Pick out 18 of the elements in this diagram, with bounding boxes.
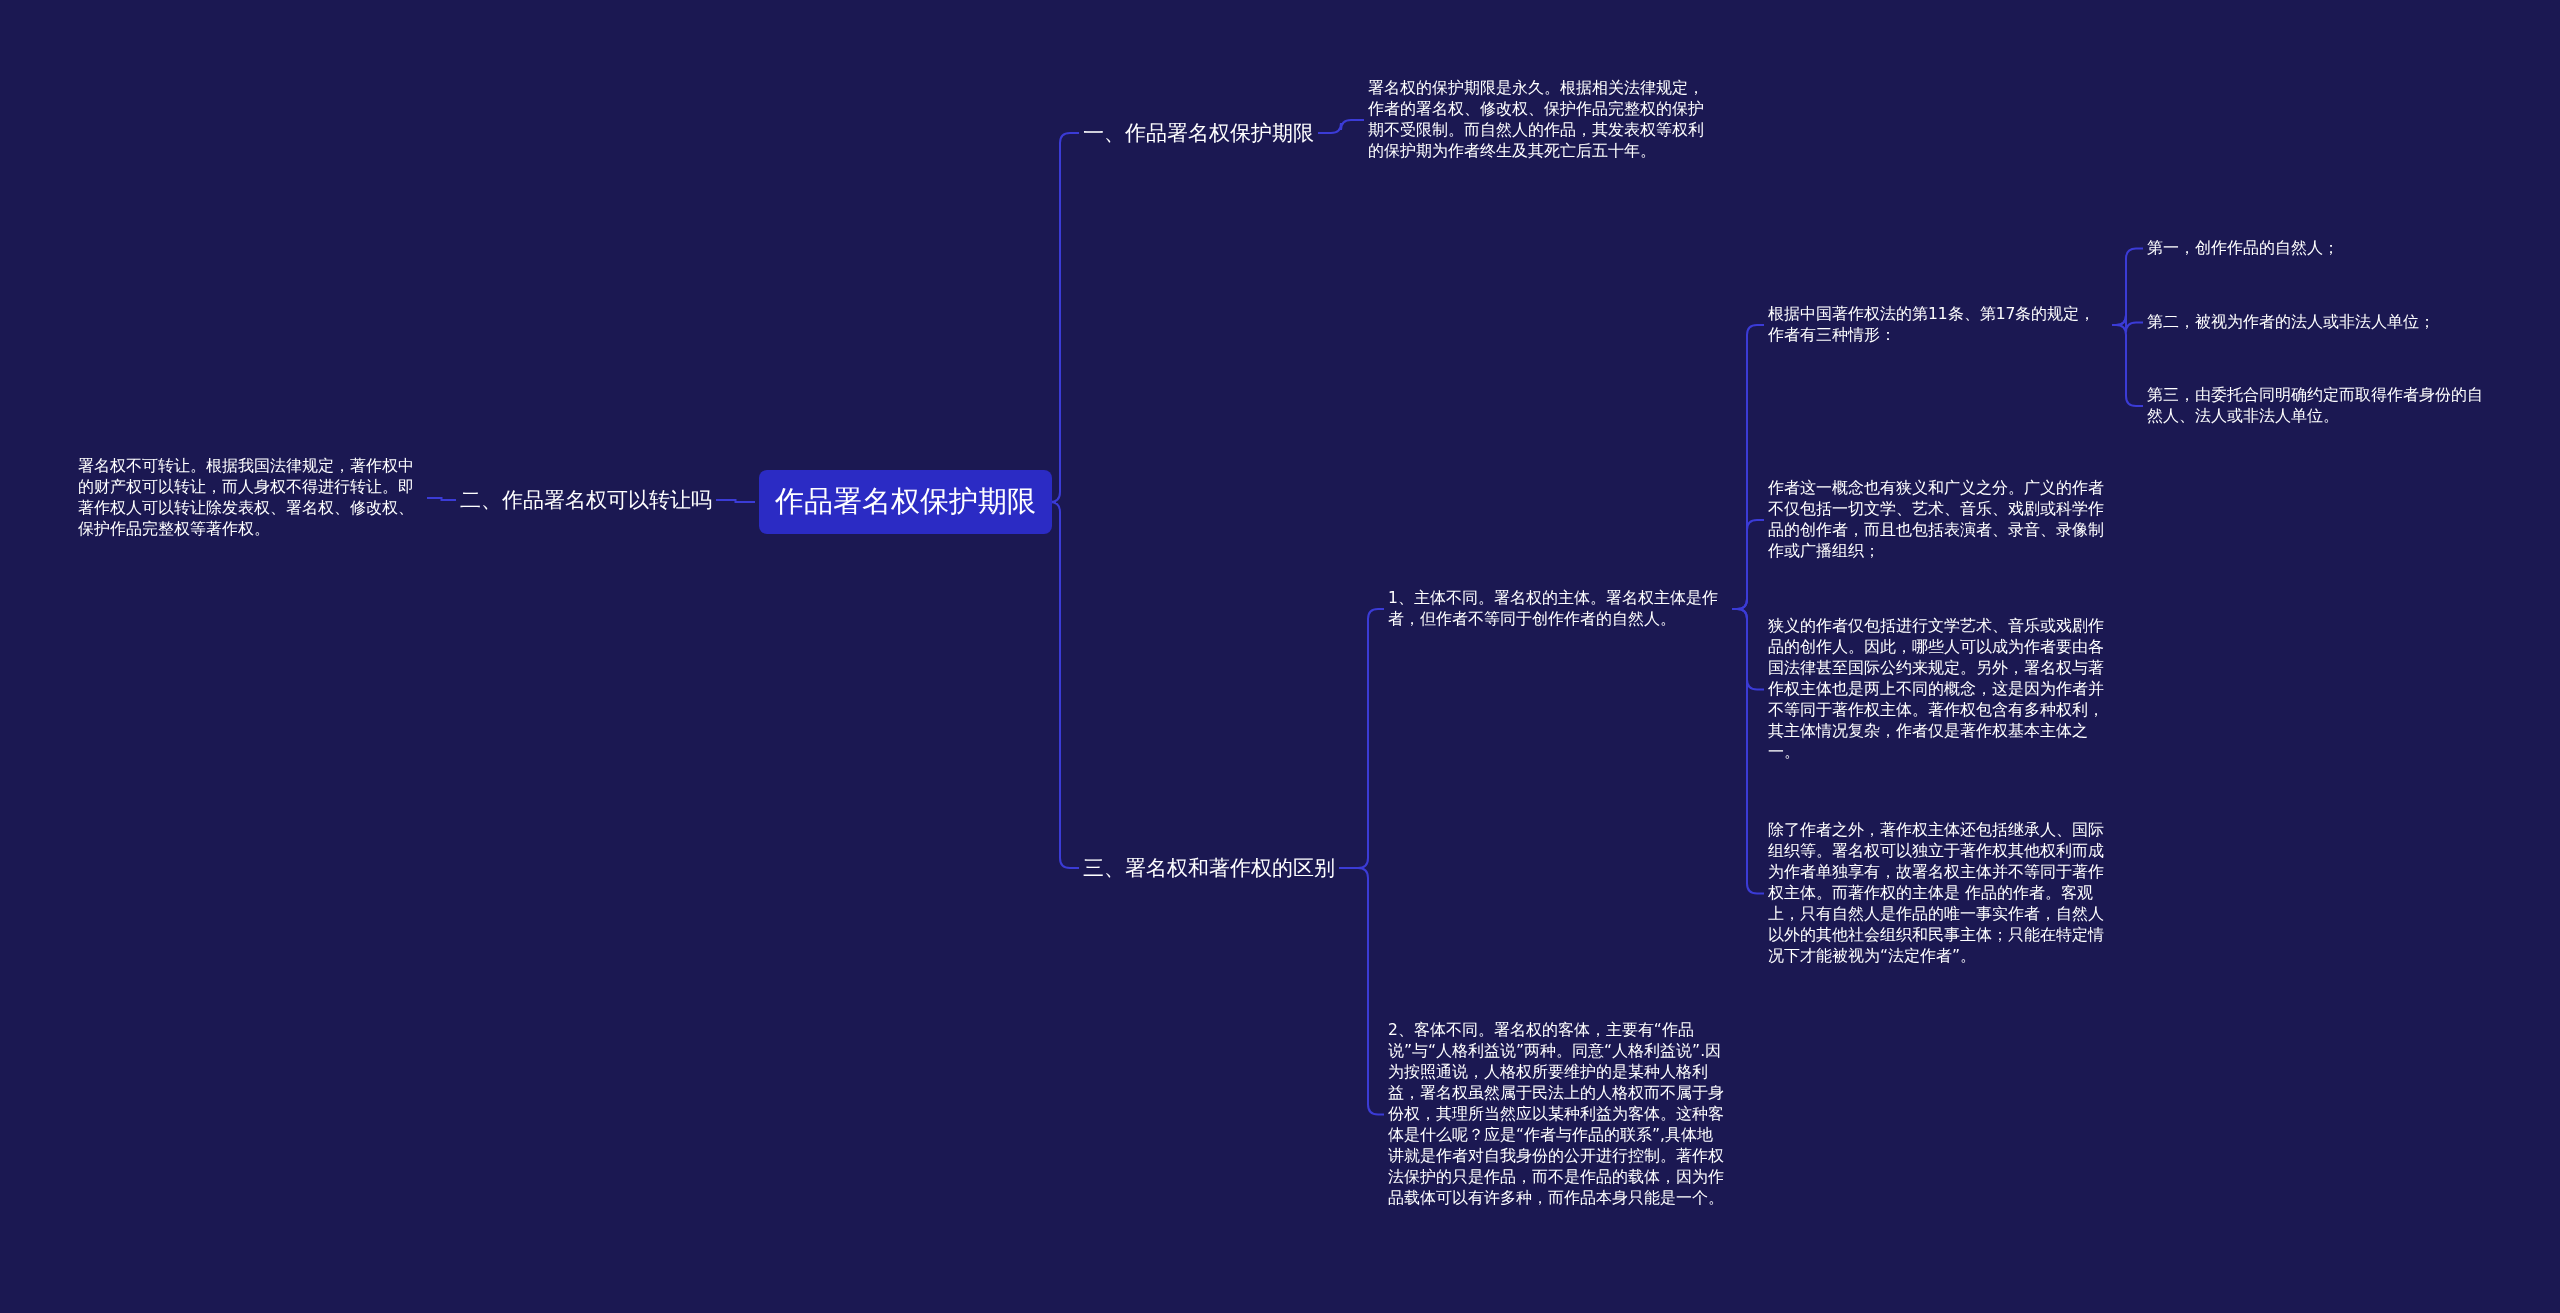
note-text: 2、客体不同。署名权的客体，主要有“作品说”与“人格利益说”两种。同意“人格利益说”.因为按照通说，人格权所要维护的是某种人格利益，署名权虽然属于民法上的人格权而不属于身份权，其理所当然应以某种利益为客体。这种客体是什么呢？应是“作者与作品的联系”,具体地讲就是作者对自我身份的公开进行控制。著作权法保护的只是作品，而不是作品的载体，因为作品载体可以有许多种，而作品本身只能是一个。 [1388, 1020, 1728, 1209]
branch-label: 一、作品署名权保护期限 [1083, 118, 1314, 148]
note-text: 第一，创作作品的自然人； [2147, 238, 2339, 259]
note-text: 除了作者之外，著作权主体还包括继承人、国际组织等。署名权可以独立于著作权其他权利而成为作者单独享有，故署名权主体并不等同于著作权主体。而著作权的主体是 作品的作者。客观上，只有自然人是作品的唯一事实作者，自然人以外的其他社会组织和民事主体；只能在特定情况下才能被视为“法定作者”。 [1768, 820, 2108, 967]
connector-line [715, 499, 756, 503]
note-text: 狭义的作者仅包括进行文学艺术、音乐或戏剧作品的创作人。因此，哪些人可以成为作者要由各国法律甚至国际公约来规定。另外，署名权与著作权主体也是两上不同的概念，这是因为作者并不等同于著作权主体。著作权包含有多种权利，其主体情况复杂，作者仅是著作权基本主体之一。 [1768, 616, 2108, 763]
connector-line [426, 497, 457, 501]
note-text: 1、主体不同。署名权的主体。署名权主体是作者，但作者不等同于创作作者的自然人。 [1388, 588, 1728, 630]
note-text: 作者这一概念也有狭义和广义之分。广义的作者不仅包括一切文学、艺术、音乐、戏剧或科学作品的创作者，而且也包括表演者、录音、录像制作或广播组织； [1768, 478, 2108, 562]
note-text: 署名权的保护期限是永久。根据相关法律规定，作者的署名权、修改权、保护作品完整权的保护期不受限制。而自然人的作品，其发表权等权利的保护期为作者终生及其死亡后五十年。 [1368, 78, 1713, 162]
note-text: 第三，由委托合同明确约定而取得作者身份的自然人、法人或非法人单位。 [2147, 385, 2492, 427]
note-text: 根据中国著作权法的第11条、第17条的规定，作者有三种情形： [1768, 304, 2108, 346]
branch-label: 二、作品署名权可以转让吗 [460, 485, 712, 515]
connector-line [1317, 119, 1365, 134]
note-text: 署名权不可转让。根据我国法律规定，著作权中的财产权可以转让，而人身权不得进行转让。即著作权人可以转让除发表权、署名权、修改权、保护作品完整权等著作权。 [78, 456, 423, 540]
topic-box: 作品署名权保护期限 [759, 470, 1052, 534]
branch-label: 三、署名权和著作权的区别 [1083, 853, 1335, 883]
note-text: 第二，被视为作者的法人或非法人单位； [2147, 312, 2435, 333]
